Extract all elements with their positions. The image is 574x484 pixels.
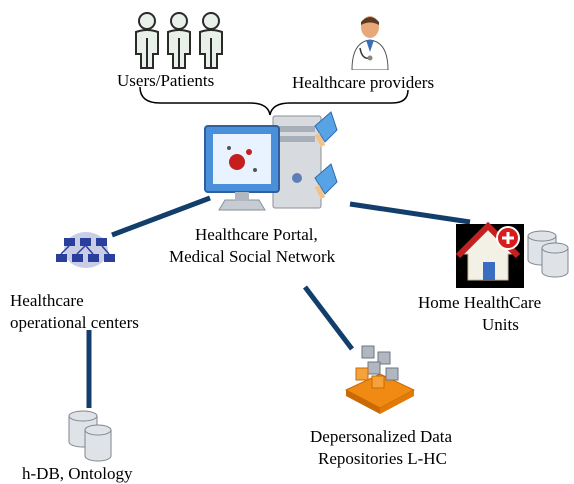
home-label-line2: Units [482,315,519,334]
database-icon [65,410,115,462]
depers-label-line1: Depersonalized Data [310,427,453,446]
ops-label-line2: operational centers [10,313,139,332]
depers-label-line2: Repositories L-HC [318,449,447,468]
ops-label-line1: Healthcare [10,291,84,310]
portal-label-line1: Healthcare Portal, [195,225,318,244]
home-label-line1: Home HealthCare [418,293,542,312]
house-icon [456,220,524,288]
database-icon [524,230,570,278]
users-group-icon [132,10,227,70]
network-icon [50,230,122,276]
doctor-icon [350,14,390,70]
connector-portal-home [349,201,471,225]
portal-label-line2: Medical Social Network [169,247,336,266]
healthcare-providers-label: Healthcare providers [292,73,435,92]
group-brace [139,86,409,116]
data-cubes-icon [342,338,418,414]
connector-portal-ops [111,195,211,238]
hdb-ontology-label: h-DB, Ontology [22,464,133,483]
users-patients-label: Users/Patients [117,71,215,90]
computer-icon [203,108,353,220]
connector-portal-depers [303,285,354,351]
